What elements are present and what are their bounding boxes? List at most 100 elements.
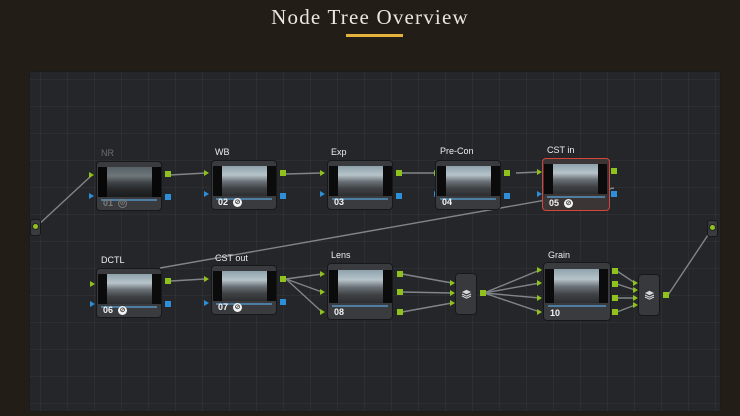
source-port-icon[interactable] [33,224,38,229]
wire-cstout-to-lens-b [285,278,323,293]
node-graph-canvas[interactable] [29,71,721,412]
node-10-rgb-input-4[interactable] [537,309,542,315]
node-07-bar [216,303,272,305]
node-08-rgb-input-2[interactable] [320,289,325,295]
node-10-rgb-input-1[interactable] [537,267,542,273]
node-07-number-row: 07⊘ [218,302,243,312]
wire-grain-to-mixer2-a [616,270,636,284]
output-terminal[interactable] [707,220,718,237]
node-03-rgb-output[interactable] [396,170,402,176]
node-05-rgb-output[interactable] [611,168,617,174]
node-08-rgb-output-3[interactable] [397,309,403,315]
node-02-bar [216,198,272,200]
node-02-number-row: 02⊘ [218,197,243,207]
node-07-rgb-output[interactable] [280,276,286,282]
node-08-rgb-output-1[interactable] [397,271,403,277]
node-02-rgb-input[interactable] [204,170,209,176]
node-03-rgb-input[interactable] [320,170,325,176]
layer-mixer-node-2[interactable] [638,274,660,316]
node-label-cst-out: CST out [215,253,248,263]
mixer-1-output[interactable] [480,290,486,296]
node-06-number-row: 06⊘ [103,305,128,315]
node-07[interactable]: 07⊘ [211,265,277,315]
node-04-thumbnail [446,166,491,196]
effect-icon: ⊘ [564,198,574,208]
wire-lens-to-mixer1-a [401,273,453,284]
node-10-bar [548,305,606,307]
node-06-number: 06 [103,305,114,315]
node-10-rgb-input-3[interactable] [537,295,542,301]
node-04-alpha-output[interactable] [504,193,510,199]
node-05-thumbnail [553,164,598,194]
node-06-rgb-output[interactable] [165,278,171,284]
node-02-rgb-output[interactable] [280,170,286,176]
mixer-1-input-1[interactable] [450,280,455,286]
node-01[interactable]: 01⊙ [96,161,162,211]
node-07-alpha-output[interactable] [280,299,286,305]
node-03[interactable]: 03 [327,160,393,210]
node-10-rgb-output-1[interactable] [612,268,618,274]
node-06[interactable]: 06⊘ [96,268,162,318]
node-02-alpha-input[interactable] [204,191,209,197]
layers-icon [461,289,471,299]
node-07-thumbnail [222,271,267,301]
node-04[interactable]: 04 [435,160,501,210]
mixer-1-input-2[interactable] [450,290,455,296]
node-10[interactable]: 10 [543,262,611,321]
wire-cstout-to-lens-c [285,278,323,313]
mixer-2-input-1[interactable] [633,280,638,286]
node-05-alpha-output[interactable] [611,191,617,197]
node-05-number-row: 05 ⊘ [549,198,574,208]
node-08-rgb-input-3[interactable] [320,309,325,315]
node-10-rgb-output-4[interactable] [612,309,618,315]
node-06-alpha-input[interactable] [90,301,95,307]
node-01-alpha-input[interactable] [89,193,94,199]
node-06-alpha-output[interactable] [165,301,171,307]
node-07-rgb-input[interactable] [204,276,209,282]
mixer-2-output[interactable] [663,292,669,298]
node-10-rgb-input-2[interactable] [537,280,542,286]
node-03-alpha-output[interactable] [396,193,402,199]
mixer-2-input-4[interactable] [633,302,638,308]
node-01-number: 01 [103,198,114,208]
node-06-rgb-input[interactable] [90,281,95,287]
wire-mixer1-to-grain-c [483,292,541,299]
mixer-2-input-2[interactable] [633,287,638,293]
node-label-wb: WB [215,147,230,157]
layer-mixer-node-1[interactable] [455,273,477,315]
node-10-rgb-output-2[interactable] [612,281,618,287]
output-port-icon[interactable] [710,225,715,230]
node-04-rgb-output[interactable] [504,170,510,176]
wire-nr-to-wb [169,172,207,176]
wire-lens-to-mixer1-b [401,291,453,294]
wire-source-to-nr [35,175,92,228]
mixer-1-input-3[interactable] [450,300,455,306]
node-05-alpha-input[interactable] [537,191,542,197]
source-input-terminal[interactable] [30,219,41,236]
node-05-rgb-input[interactable] [537,169,542,175]
node-01-rgb-output[interactable] [165,171,171,177]
wire-grain-to-mixer2-d [616,304,636,313]
node-05-number: 05 [549,198,560,208]
node-04-number: 04 [442,197,453,207]
node-10-rgb-output-3[interactable] [612,295,618,301]
mixer-2-input-3[interactable] [633,295,638,301]
node-02-alpha-output[interactable] [280,193,286,199]
node-05-bar [547,196,605,198]
wire-cstout-to-lens-a [285,273,323,280]
layers-icon [644,290,654,300]
node-06-thumbnail [107,274,152,304]
node-label-grain: Grain [548,250,571,260]
node-03-alpha-input[interactable] [320,191,325,197]
node-01-alpha-output[interactable] [165,194,171,200]
node-08-rgb-input-1[interactable] [320,271,325,277]
node-05-selected[interactable]: 05 ⊘ [542,158,610,211]
wire-mixer1-to-grain-a [483,269,541,294]
wire-mixer1-to-grain-b [483,282,541,294]
node-07-alpha-input[interactable] [204,300,209,306]
node-08[interactable]: 08 [327,263,393,320]
node-01-rgb-input[interactable] [89,172,94,178]
node-02[interactable]: 02⊘ [211,160,277,210]
node-08-rgb-output-2[interactable] [397,289,403,295]
